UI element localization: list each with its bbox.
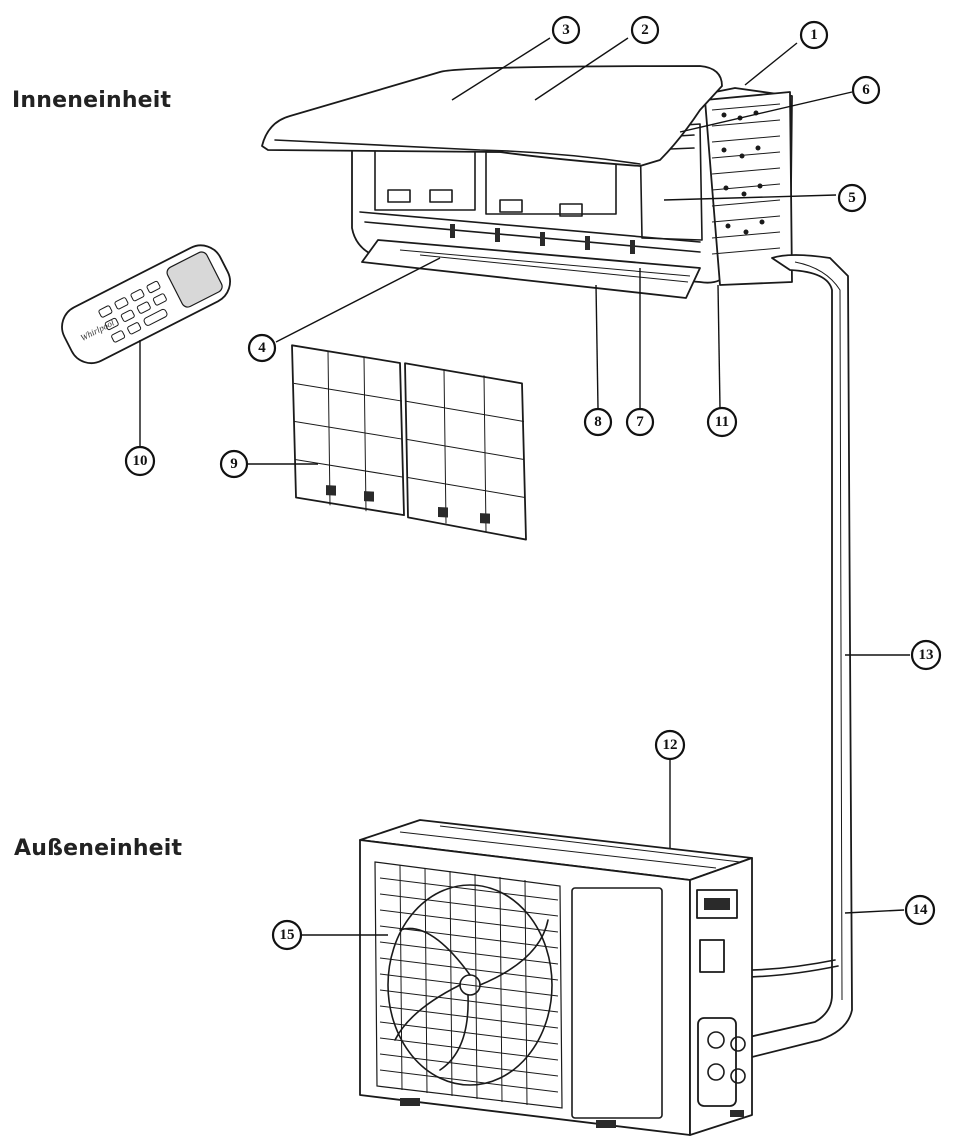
outdoor-unit [359, 819, 753, 1136]
outdoor-unit-heading: Außeneinheit [14, 836, 183, 861]
callout-11: 11 [706, 406, 738, 438]
callout-12: 12 [654, 729, 686, 761]
svg-text:14: 14 [913, 902, 929, 918]
svg-text:15: 15 [280, 927, 295, 943]
callout-6: 6 [851, 75, 881, 105]
svg-text:9: 9 [230, 456, 238, 472]
leader-lines [139, 37, 910, 936]
svg-text:10: 10 [133, 453, 148, 469]
remote-control: Whirlpool [61, 244, 231, 365]
callout-9: 9 [219, 449, 249, 479]
callout-5: 5 [837, 183, 867, 213]
svg-text:2: 2 [641, 22, 649, 38]
callout-2: 2 [630, 15, 660, 45]
svg-text:6: 6 [862, 82, 870, 98]
svg-text:11: 11 [715, 414, 729, 430]
svg-text:4: 4 [258, 340, 266, 356]
callout-7: 7 [625, 407, 655, 437]
svg-text:3: 3 [562, 22, 570, 38]
svg-text:8: 8 [594, 414, 602, 430]
air-filter [291, 344, 527, 541]
svg-text:1: 1 [810, 27, 818, 43]
svg-text:7: 7 [636, 414, 644, 430]
callout-15: 15 [271, 919, 303, 951]
svg-text:5: 5 [848, 190, 856, 206]
svg-text:13: 13 [919, 647, 934, 663]
callout-3: 3 [551, 15, 581, 45]
callout-13: 13 [910, 639, 942, 671]
callout-8: 8 [583, 407, 613, 437]
indoor-unit-heading: Inneneinheit [12, 88, 172, 113]
callout-14: 14 [904, 894, 936, 926]
indoor-unit [261, 65, 793, 299]
svg-text:12: 12 [663, 737, 678, 753]
callout-4: 4 [247, 333, 277, 363]
callout-10: 10 [124, 445, 156, 477]
callout-1: 1 [799, 20, 829, 50]
